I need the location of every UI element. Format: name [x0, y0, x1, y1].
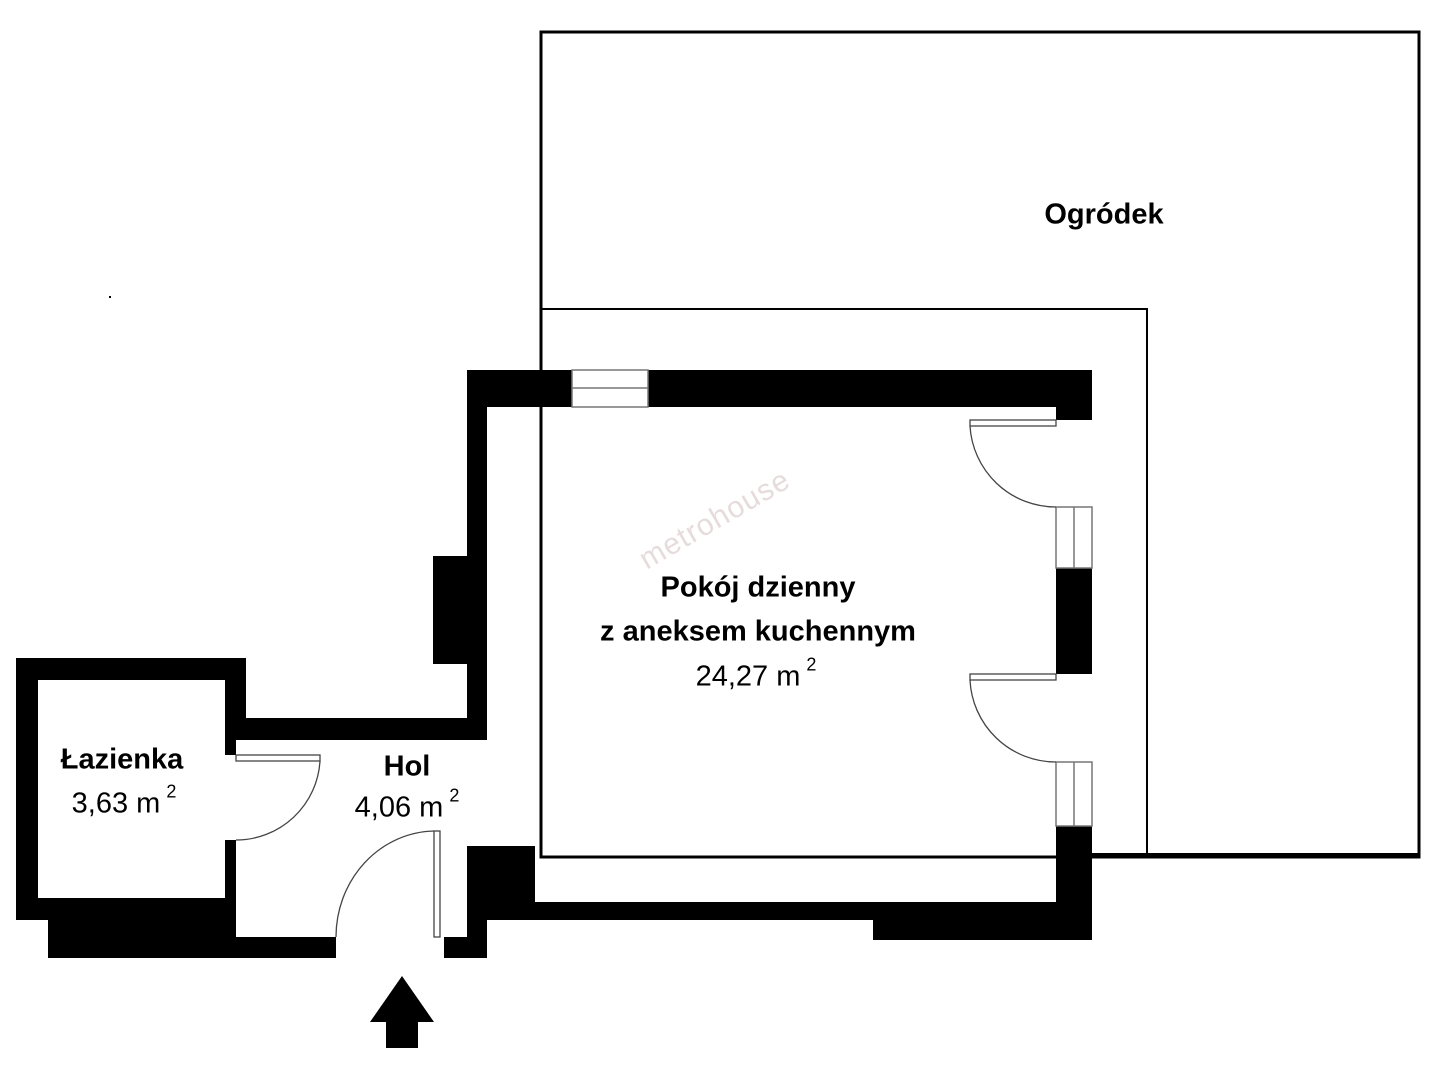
room-name-living-line2: z aneksem kuchennym — [600, 615, 916, 648]
area-value: 24,27 m — [695, 660, 801, 693]
room-name-garden: Ogródek — [1044, 198, 1164, 231]
room-name-living-line1: Pokój dzienny — [660, 571, 856, 604]
window-top — [571, 369, 649, 408]
area-value: 4,06 m — [354, 791, 444, 824]
doors — [235, 419, 1057, 938]
area-unit-sup: 2 — [806, 654, 817, 675]
windows-right — [1055, 506, 1093, 827]
room-name-hall: Hol — [383, 750, 431, 783]
terrace-outline — [541, 308, 1148, 855]
walls — [16, 370, 1092, 958]
area-value: 3,63 m — [71, 787, 161, 820]
garden-outline — [539, 30, 1421, 859]
room-name-bathroom: Łazienka — [60, 743, 184, 776]
area-unit-sup: 2 — [166, 781, 177, 802]
arrow-up-icon — [370, 976, 434, 1048]
area-unit-sup: 2 — [449, 785, 460, 806]
